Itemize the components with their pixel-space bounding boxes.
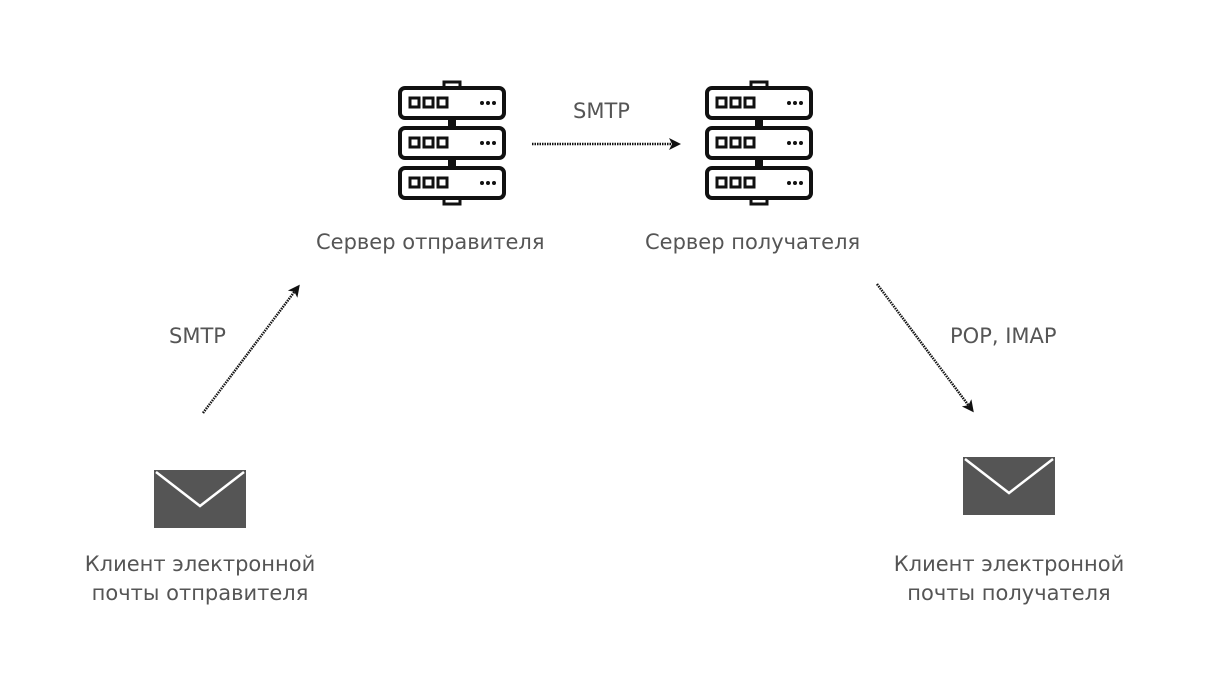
sender-server-label: Сервер отправителя [316, 230, 545, 254]
protocol-label-smtp-top: SMTP [573, 99, 630, 123]
protocol-label-smtp-left: SMTP [169, 324, 226, 348]
recipient-client-label: Клиент электронной почты получателя [869, 550, 1149, 608]
recipient-server-icon [707, 82, 811, 204]
sender-server-icon [400, 82, 504, 204]
sender-client-label-line2: почты отправителя [91, 581, 309, 605]
sender-envelope-icon [152, 468, 248, 530]
recipient-envelope-icon [961, 455, 1057, 517]
recipient-client-label-line2: почты получателя [907, 581, 1111, 605]
sender-client-label-line1: Клиент электронной [84, 552, 316, 576]
arrow-client-to-sender-server [202, 284, 300, 414]
protocol-label-pop-imap: POP, IMAP [950, 324, 1057, 348]
recipient-client-label-line1: Клиент электронной [893, 552, 1125, 576]
sender-client-label: Клиент электронной почты отправителя [60, 550, 340, 608]
recipient-server-label: Сервер получателя [645, 230, 861, 254]
arrow-recipient-server-to-client [876, 283, 974, 413]
